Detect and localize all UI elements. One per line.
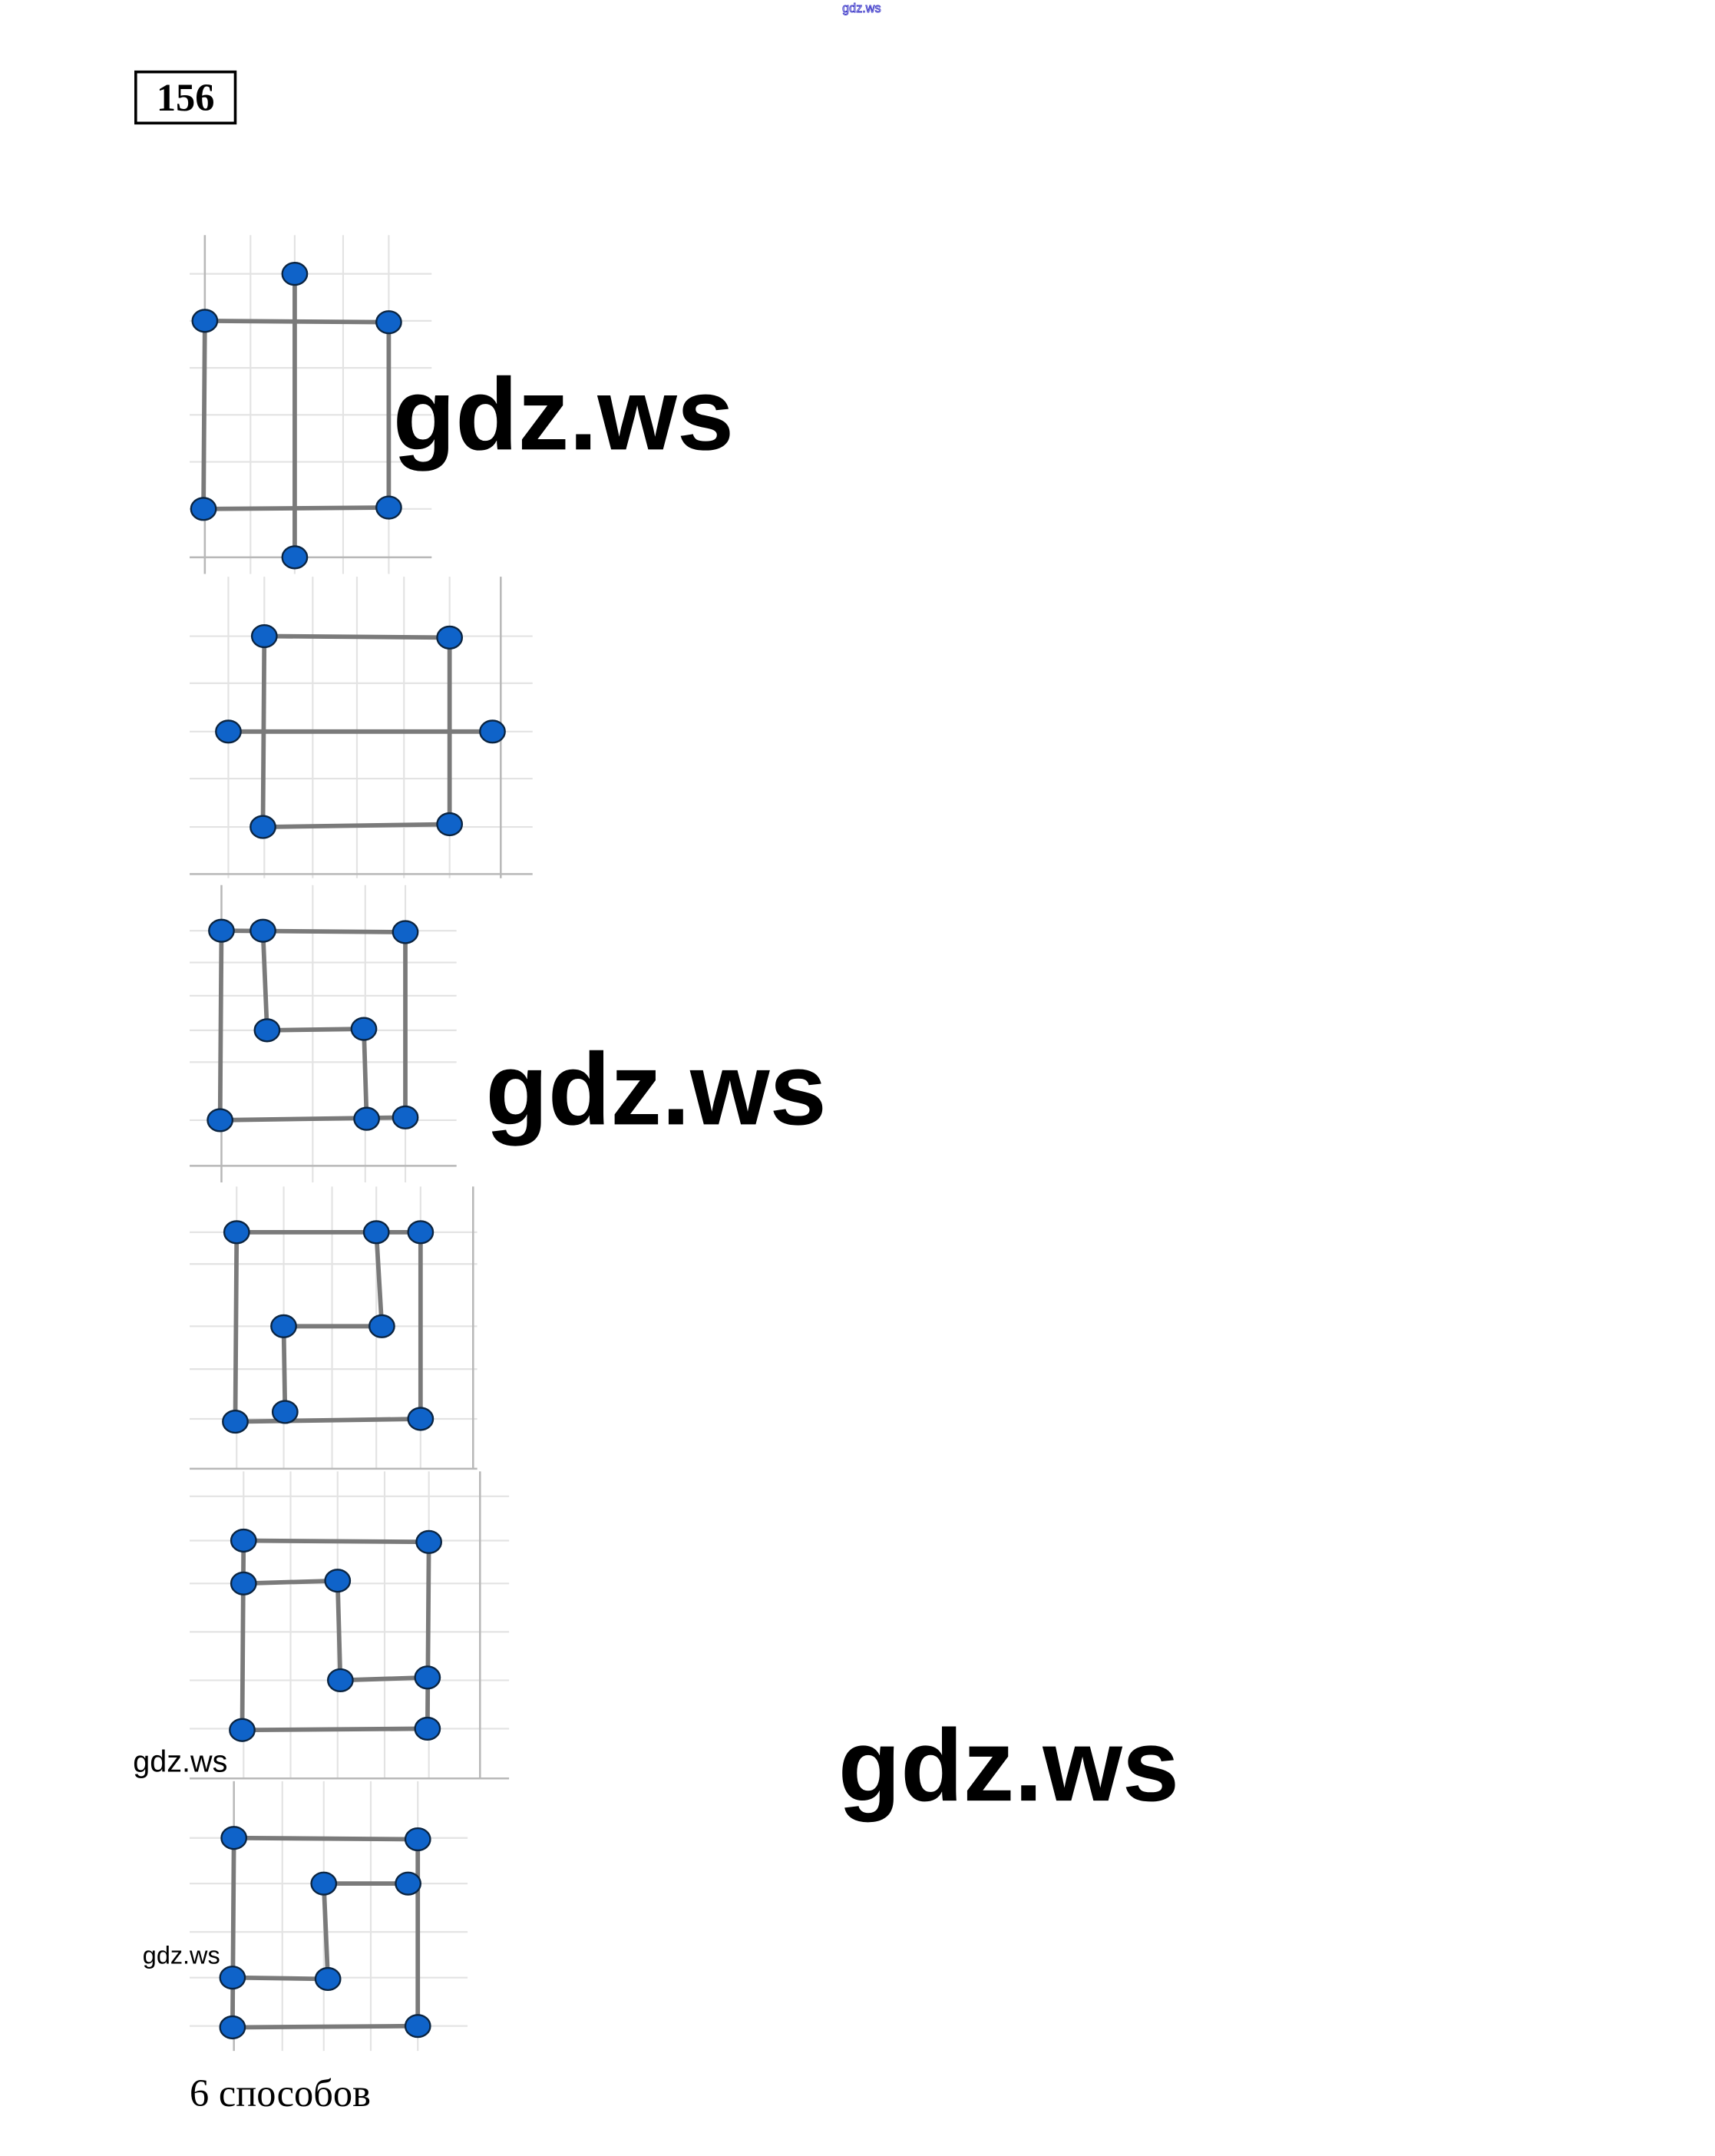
top-watermark: gdz.ws <box>842 2 881 15</box>
point <box>414 1716 441 1741</box>
point <box>249 815 276 839</box>
point <box>436 625 464 650</box>
point <box>368 1314 395 1338</box>
point <box>191 309 219 333</box>
point <box>414 1665 441 1690</box>
figure-5 <box>190 1471 510 1780</box>
cut-line <box>281 1229 385 1414</box>
point <box>250 623 278 649</box>
cut-line <box>241 1578 430 1683</box>
point <box>253 1018 281 1043</box>
figure-4 <box>190 1186 477 1470</box>
watermark: gdz.ws <box>485 1032 826 1146</box>
watermark: gdz.ws <box>393 357 734 471</box>
point <box>207 1108 234 1133</box>
point <box>353 1106 380 1131</box>
answer-text: 6 способов <box>190 2072 371 2115</box>
point <box>314 1966 342 1992</box>
point <box>404 1827 431 1852</box>
point <box>219 2015 246 2040</box>
point <box>326 1668 354 1692</box>
point <box>219 1966 246 1990</box>
point <box>230 1528 257 1553</box>
point <box>220 1826 248 1850</box>
watermark: gdz.ws <box>143 1942 220 1969</box>
figure-3 <box>190 885 457 1182</box>
point <box>407 1220 435 1245</box>
point <box>230 1571 257 1596</box>
point <box>281 545 309 570</box>
point <box>270 1314 297 1338</box>
point <box>404 2014 431 2039</box>
task-number-box: 156 <box>134 70 237 125</box>
cut-line <box>230 1881 411 1982</box>
watermark: gdz.ws <box>133 1744 227 1778</box>
figure-2 <box>190 577 533 878</box>
point <box>324 1569 352 1593</box>
point <box>407 1407 435 1431</box>
point <box>392 920 419 944</box>
point <box>395 1871 422 1896</box>
point <box>229 1718 256 1742</box>
point <box>375 495 402 520</box>
point <box>310 1871 338 1896</box>
point <box>350 1017 378 1041</box>
point <box>190 497 217 521</box>
point <box>208 918 235 943</box>
cut-line <box>260 928 369 1122</box>
point <box>392 1105 419 1129</box>
point <box>249 918 276 943</box>
figure-6 <box>190 1781 468 2052</box>
point <box>479 719 506 744</box>
point <box>223 1220 250 1245</box>
point <box>436 812 464 837</box>
point <box>222 1410 249 1434</box>
point <box>375 310 402 335</box>
task-number: 156 <box>157 76 215 119</box>
point <box>281 262 309 286</box>
watermark: gdz.ws <box>838 1708 1179 1823</box>
point <box>271 1400 299 1424</box>
figure-1 <box>190 235 432 574</box>
point <box>415 1529 443 1554</box>
point <box>362 1220 390 1245</box>
point <box>215 719 242 744</box>
